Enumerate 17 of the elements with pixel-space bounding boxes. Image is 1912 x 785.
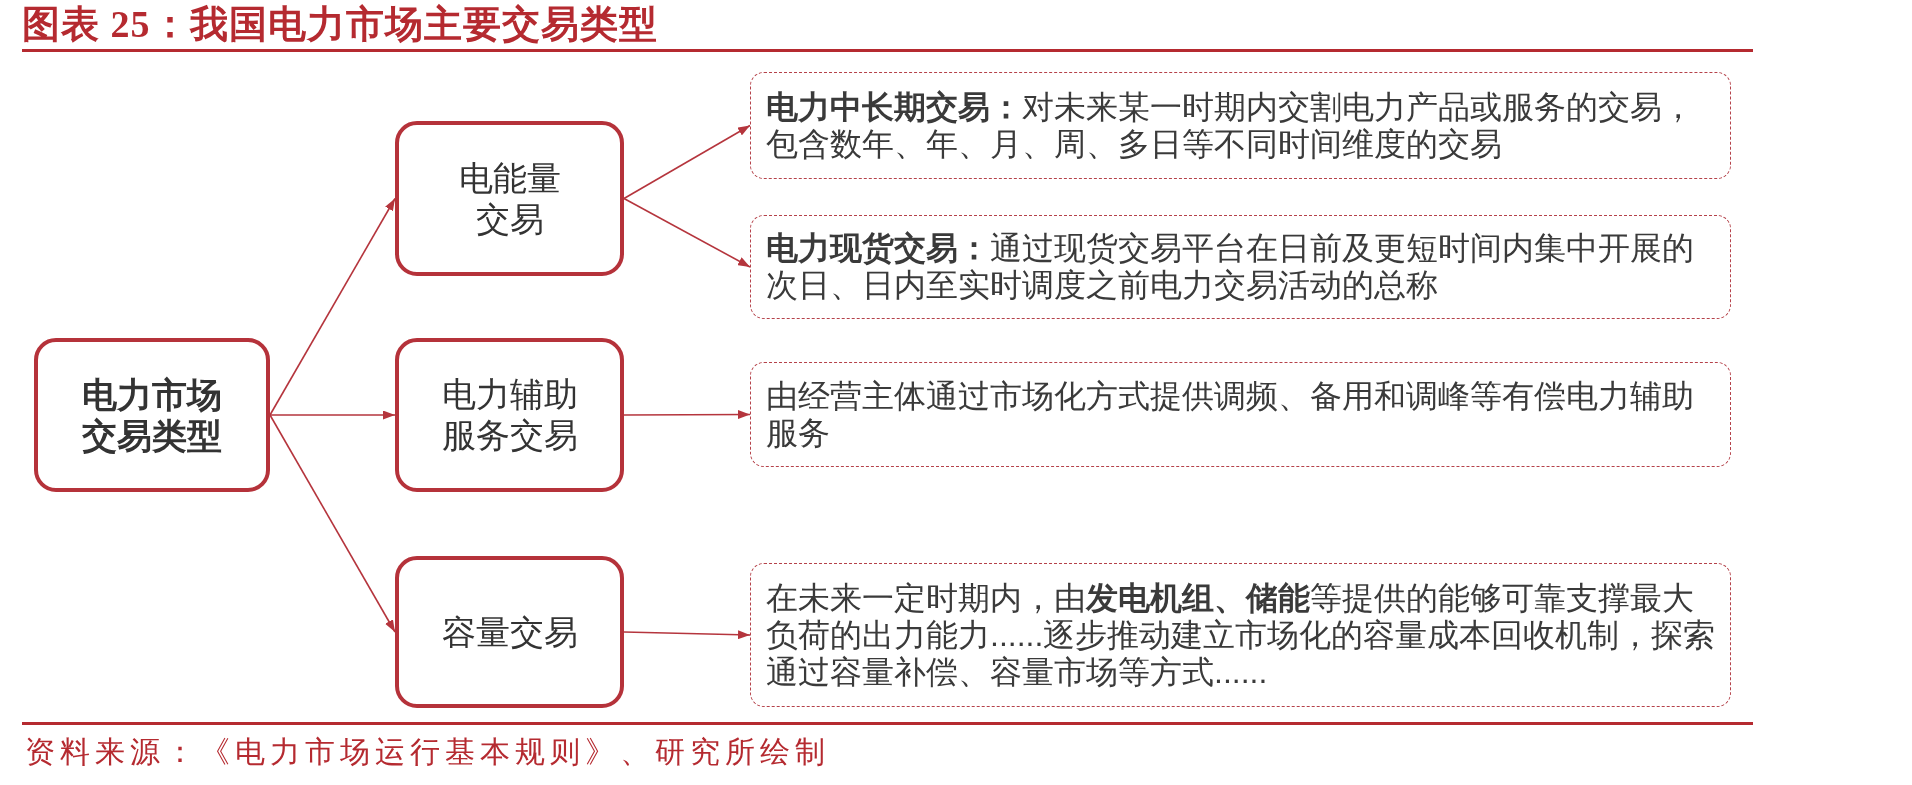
arrow: [269, 414, 396, 633]
arrow: [269, 197, 396, 416]
description-box: 由经营主体通过市场化方式提供调频、备用和调峰等有偿电力辅助服务: [750, 362, 1731, 467]
arrow: [623, 197, 751, 268]
description-box: 电力中长期交易：对未来某一时期内交割电力产品或服务的交易，包含数年、年、月、周、多日等不同时间维度的交易: [750, 72, 1731, 179]
topic-box: 电力市场交易类型: [34, 338, 270, 492]
description-box: 在未来一定时期内，由发电机组、储能等提供的能够可靠支撑最大负荷的出力能力......逐步推动建立市场化的容量成本回收机制，探索通过容量补偿、容量市场等方式......: [750, 563, 1731, 707]
arrow: [269, 410, 396, 420]
arrow: [623, 124, 751, 200]
category-box: 电力辅助服务交易: [395, 338, 624, 492]
figure-title: 图表 25：我国电力市场主要交易类型: [22, 2, 658, 46]
arrow: [623, 410, 751, 420]
description-box: 电力现货交易：通过现货交易平台在日前及更短时间内集中开展的次日、日内至实时调度之前电力交易活动的总称: [750, 215, 1731, 319]
category-box: 电能量交易: [395, 121, 624, 276]
arrow: [623, 630, 751, 640]
category-box: 容量交易: [395, 556, 624, 708]
source-note: 资料来源：《电力市场运行基本规则》、研究所绘制: [25, 734, 830, 770]
